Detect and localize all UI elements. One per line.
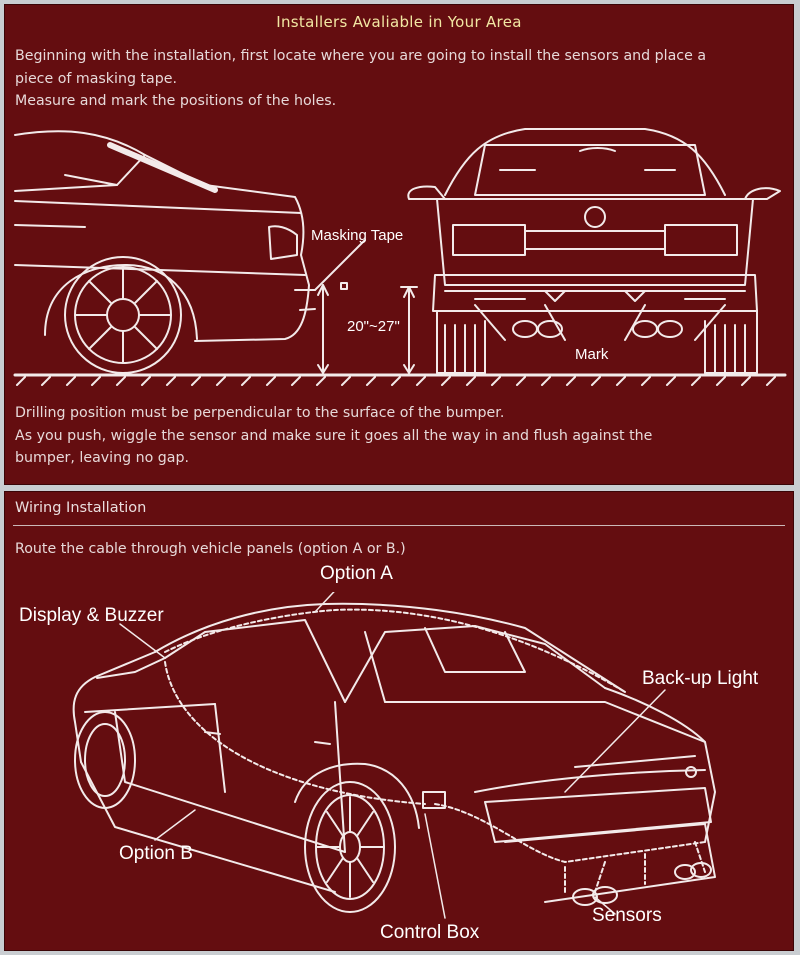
mark-label: Mark bbox=[575, 346, 609, 363]
intro-paragraph: Beginning with the installation, first l… bbox=[15, 45, 783, 113]
ground-line bbox=[13, 373, 787, 386]
intro-line: Measure and mark the positions of the ho… bbox=[15, 93, 337, 109]
option-a-label: Option A bbox=[320, 563, 393, 584]
drilling-paragraph: Drilling position must be perpendicular … bbox=[15, 402, 783, 470]
height-marker bbox=[400, 286, 418, 374]
section-header: Wiring Installation bbox=[15, 500, 147, 516]
sensors-label: Sensors bbox=[592, 905, 662, 926]
car-wiring-illustration bbox=[72, 592, 716, 919]
option-b-label: Option B bbox=[119, 843, 193, 864]
wiring-panel: Wiring Installation Route the cable thro… bbox=[4, 491, 794, 951]
intro-line: Beginning with the installation, first l… bbox=[15, 48, 707, 64]
backup-light-label: Back-up Light bbox=[642, 668, 759, 689]
drilling-line: bumper, leaving no gap. bbox=[15, 450, 190, 466]
masking-tape-pointer bbox=[314, 239, 366, 374]
height-label: 20"~27" bbox=[347, 318, 400, 335]
installation-panel: Installers Avaliable in Your Area Beginn… bbox=[4, 4, 794, 485]
rear-car-drawing bbox=[407, 128, 781, 374]
perspective-car-drawing bbox=[72, 602, 716, 913]
control-box-label: Control Box bbox=[380, 922, 480, 943]
control-box-shape bbox=[422, 791, 446, 809]
panel-title: Installers Avaliable in Your Area bbox=[276, 13, 522, 31]
car-side-and-rear-illustration bbox=[13, 128, 787, 386]
display-buzzer-label: Display & Buzzer bbox=[19, 605, 164, 626]
wiring-intro: Route the cable through vehicle panels (… bbox=[15, 541, 406, 557]
leader-lines bbox=[119, 592, 666, 919]
drilling-line: As you push, wiggle the sensor and make … bbox=[15, 427, 653, 444]
drilling-line: Drilling position must be perpendicular … bbox=[15, 405, 505, 421]
section-divider bbox=[13, 525, 785, 526]
wiring-paths bbox=[164, 608, 706, 893]
intro-line: piece of masking tape. bbox=[15, 70, 177, 87]
side-car-drawing bbox=[14, 130, 316, 374]
masking-tape-label: Masking Tape bbox=[311, 227, 404, 244]
